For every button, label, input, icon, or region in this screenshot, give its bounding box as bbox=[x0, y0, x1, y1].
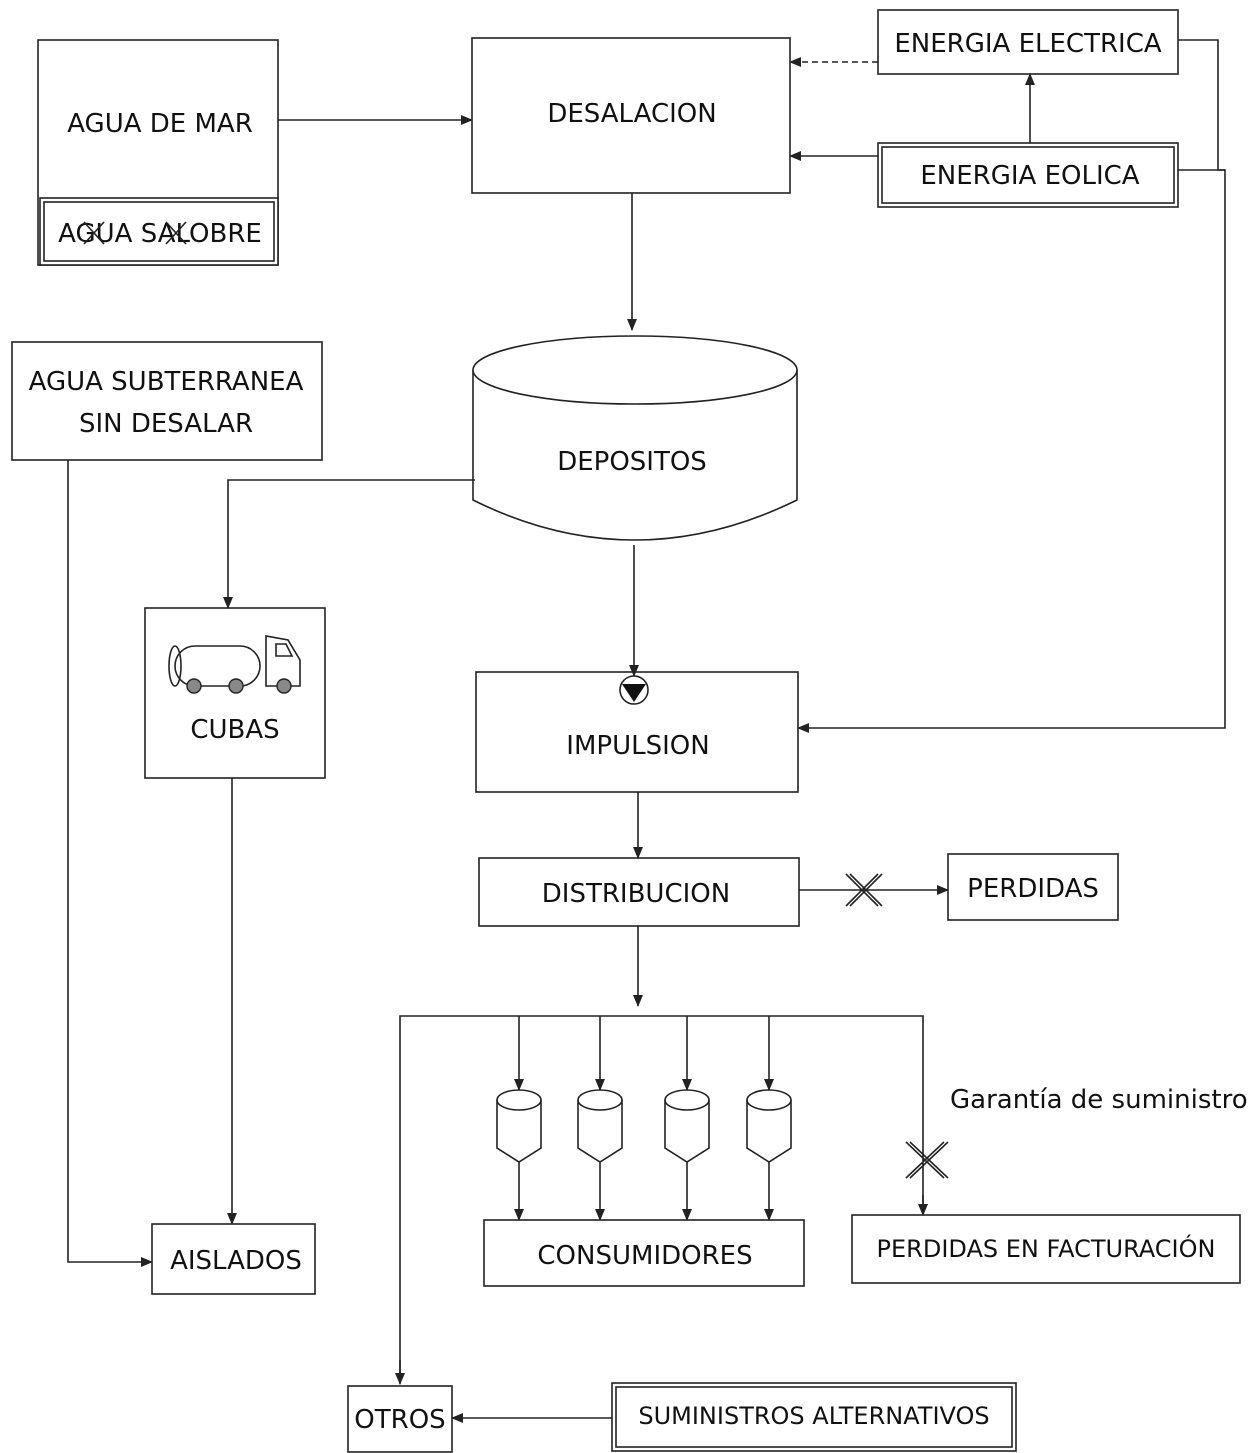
energia-eolica-box: ENERGIA EOLICA bbox=[877, 142, 1179, 208]
storage-tank-icon bbox=[496, 1089, 542, 1163]
perdidas-facturacion-box: PERDIDAS EN FACTURACIÓN bbox=[851, 1214, 1241, 1284]
energia-electrica-label: ENERGIA ELECTRICA bbox=[894, 29, 1162, 59]
connectors bbox=[67, 39, 1226, 1423]
aislados-label: AISLADOS bbox=[170, 1246, 302, 1276]
perdidas-label: PERDIDAS bbox=[967, 874, 1099, 904]
energia-eolica-label: ENERGIA EOLICA bbox=[920, 161, 1139, 191]
desalacion-label: DESALACION bbox=[547, 99, 716, 129]
distribucion-label: DISTRIBUCION bbox=[542, 879, 730, 909]
garantia-label: Garantía de suministro bbox=[950, 1085, 1248, 1115]
perdidas-facturacion-label: PERDIDAS EN FACTURACIÓN bbox=[877, 1233, 1216, 1263]
distribucion-box: DISTRIBUCION bbox=[478, 857, 800, 927]
agua-de-mar-label: AGUA DE MAR bbox=[67, 109, 253, 139]
impulsion-label: IMPULSION bbox=[566, 731, 709, 761]
otros-label: OTROS bbox=[354, 1405, 445, 1435]
agua-subterranea-box: AGUA SUBTERRANEA SIN DESALAR bbox=[11, 341, 323, 461]
suministros-alternativos-box: SUMINISTROS ALTERNATIVOS bbox=[611, 1382, 1017, 1452]
consumidores-label: CONSUMIDORES bbox=[537, 1241, 752, 1271]
cubas-box: CUBAS bbox=[144, 607, 326, 779]
otros-box: OTROS bbox=[347, 1385, 453, 1453]
storage-tank-icon bbox=[664, 1089, 710, 1163]
energia-electrica-box: ENERGIA ELECTRICA bbox=[877, 9, 1179, 75]
storage-tank-icon bbox=[577, 1089, 623, 1163]
consumidores-box: CONSUMIDORES bbox=[483, 1219, 805, 1287]
cross-mark-icon bbox=[83, 221, 187, 245]
cross-mark-icon bbox=[905, 1141, 949, 1179]
aislados-box: AISLADOS bbox=[151, 1223, 316, 1295]
agua-subterranea-label-1: AGUA SUBTERRANEA bbox=[29, 367, 304, 397]
depositos-label: DEPOSITOS bbox=[557, 447, 707, 477]
agua-salobre-label: AGUA SALOBRE bbox=[58, 219, 262, 249]
agua-salobre-box: AGUA SALOBRE bbox=[39, 197, 279, 266]
desalacion-box: DESALACION bbox=[471, 37, 791, 194]
cross-mark-icon bbox=[845, 873, 883, 907]
suministros-alternativos-label: SUMINISTROS ALTERNATIVOS bbox=[638, 1402, 989, 1430]
cubas-label: CUBAS bbox=[190, 715, 279, 745]
agua-subterranea-label-2: SIN DESALAR bbox=[79, 409, 253, 439]
perdidas-box: PERDIDAS bbox=[947, 853, 1119, 921]
tanker-truck-icon bbox=[168, 635, 301, 694]
depositos-tank: DEPOSITOS bbox=[472, 335, 798, 541]
pump-icon bbox=[619, 675, 649, 705]
storage-tank-icon bbox=[746, 1089, 792, 1163]
